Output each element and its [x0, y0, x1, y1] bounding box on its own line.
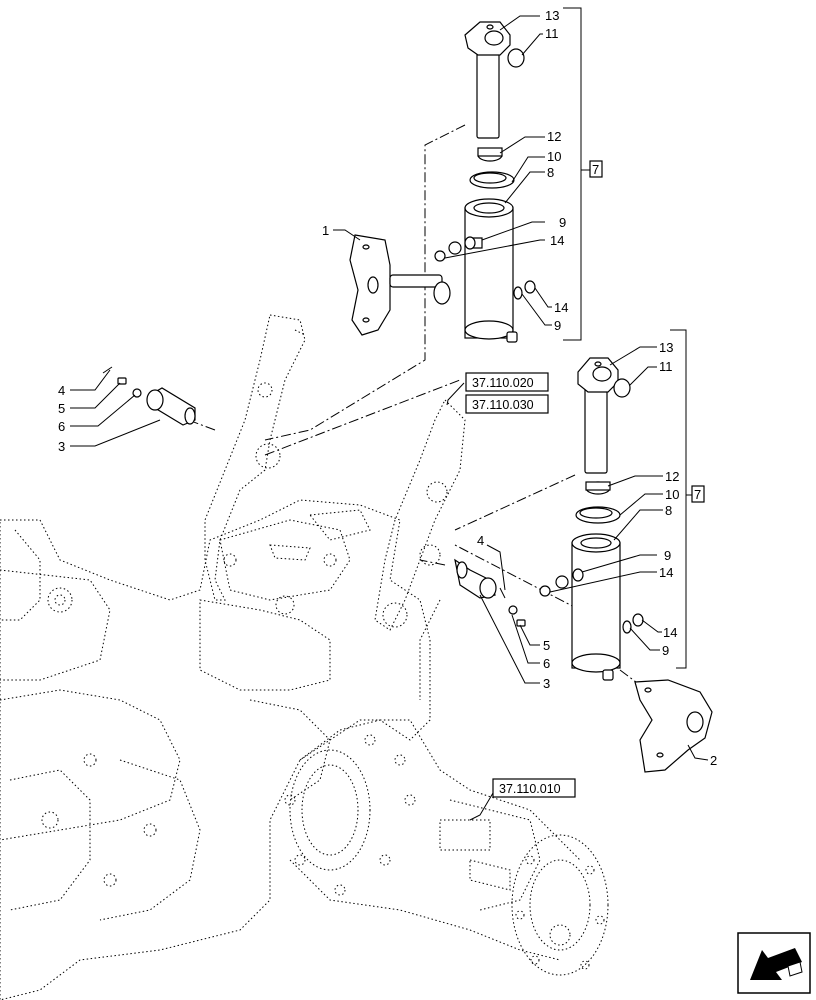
- svg-text:7: 7: [592, 162, 599, 177]
- callout-14-lower-a: 14: [659, 565, 673, 580]
- callout-5-left: 5: [58, 401, 65, 416]
- bracket-2: [634, 679, 713, 773]
- svg-text:7: 7: [694, 487, 701, 502]
- pin-3-left: [102, 366, 196, 426]
- reference-box-37-110-010[interactable]: 37.110.010: [492, 778, 576, 798]
- callout-4-left: 4: [58, 383, 65, 398]
- callout-9-lower-a: 9: [664, 548, 671, 563]
- reference-box-37-110-020[interactable]: 37.110.020: [465, 372, 549, 392]
- callout-14-lower-b: 14: [663, 625, 677, 640]
- svg-text:37.110.010: 37.110.010: [499, 782, 561, 796]
- pin-3-right: [454, 558, 526, 627]
- callout-9-upper-b: 9: [554, 318, 561, 333]
- callout-8-upper: 8: [547, 165, 554, 180]
- callout-12-upper: 12: [547, 129, 561, 144]
- callout-labels: 13 11 12 10 8 9 14 14 9 13 11 12 10 8 9 …: [58, 8, 717, 768]
- arrow-down-left-icon[interactable]: [737, 932, 811, 994]
- reference-box-37-110-030[interactable]: 37.110.030: [465, 394, 549, 414]
- callout-1: 1: [322, 223, 329, 238]
- callout-5-right: 5: [543, 638, 550, 653]
- lift-cylinder-upper: [434, 21, 536, 343]
- group-box-7-lower: 7: [691, 485, 705, 503]
- svg-text:37.110.020: 37.110.020: [472, 376, 534, 390]
- callout-6-left: 6: [58, 419, 65, 434]
- callout-10-upper: 10: [547, 149, 561, 164]
- callout-11-upper: 11: [545, 26, 559, 41]
- callout-3-left: 3: [58, 439, 65, 454]
- callout-3-right: 3: [543, 676, 550, 691]
- lift-arms: [204, 314, 466, 631]
- callout-10-lower: 10: [665, 487, 679, 502]
- svg-text:37.110.030: 37.110.030: [472, 398, 534, 412]
- axle-trumpet: [284, 719, 609, 976]
- callout-6-right: 6: [543, 656, 550, 671]
- callout-13-upper: 13: [545, 8, 559, 23]
- rear-axle-housing: [0, 499, 441, 1000]
- callout-8-lower: 8: [665, 503, 672, 518]
- callout-13-lower: 13: [659, 340, 673, 355]
- callout-9-upper-a: 9: [559, 215, 566, 230]
- callout-11-lower: 11: [659, 359, 673, 374]
- callout-9-lower-b: 9: [662, 643, 669, 658]
- bracket-1: [349, 234, 451, 336]
- lift-cylinder-lower: [539, 357, 644, 681]
- callout-14-upper-a: 14: [550, 233, 564, 248]
- callout-14-upper-b: 14: [554, 300, 568, 315]
- leader-lines: [70, 7, 709, 821]
- group-box-7-upper: 7: [589, 160, 603, 178]
- callout-2: 2: [710, 753, 717, 768]
- callout-4-right: 4: [477, 533, 484, 548]
- callout-12-lower: 12: [665, 469, 679, 484]
